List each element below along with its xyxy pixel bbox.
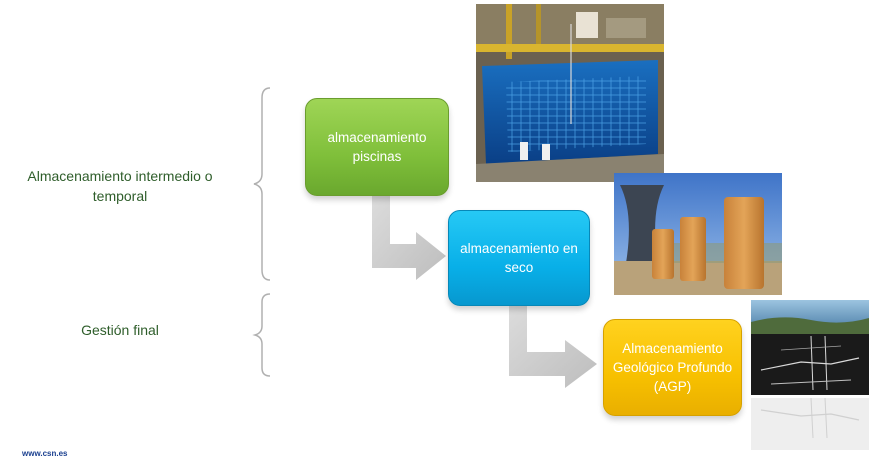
arrow-piscinas-to-seco — [372, 196, 446, 280]
repository-photo-reflection — [751, 398, 869, 450]
arrow-seco-to-agp — [509, 306, 597, 388]
box-agp-label: Almacenamiento Geológico Profundo (AGP) — [612, 341, 733, 394]
deep-geological-repository-photo — [751, 300, 869, 395]
box-almacenamiento-piscinas: almacenamiento piscinas — [305, 98, 449, 196]
box-almacenamiento-seco: almacenamiento en seco — [448, 210, 590, 306]
bracket-final — [252, 293, 271, 377]
label-almacenamiento-intermedio: Almacenamiento intermedio o temporal — [27, 168, 213, 204]
box-almacenamiento-agp: Almacenamiento Geológico Profundo (AGP) — [603, 319, 742, 416]
label-gestion-final: Gestión final — [81, 322, 159, 338]
box-seco-label: almacenamiento en seco — [460, 241, 578, 275]
box-piscinas-label: almacenamiento piscinas — [327, 130, 427, 164]
spent-fuel-pool-photo — [476, 4, 664, 182]
footer-website-url[interactable]: www.csn.es — [22, 449, 68, 458]
dry-cask-storage-photo — [614, 173, 782, 295]
bracket-intermedio — [253, 87, 271, 281]
